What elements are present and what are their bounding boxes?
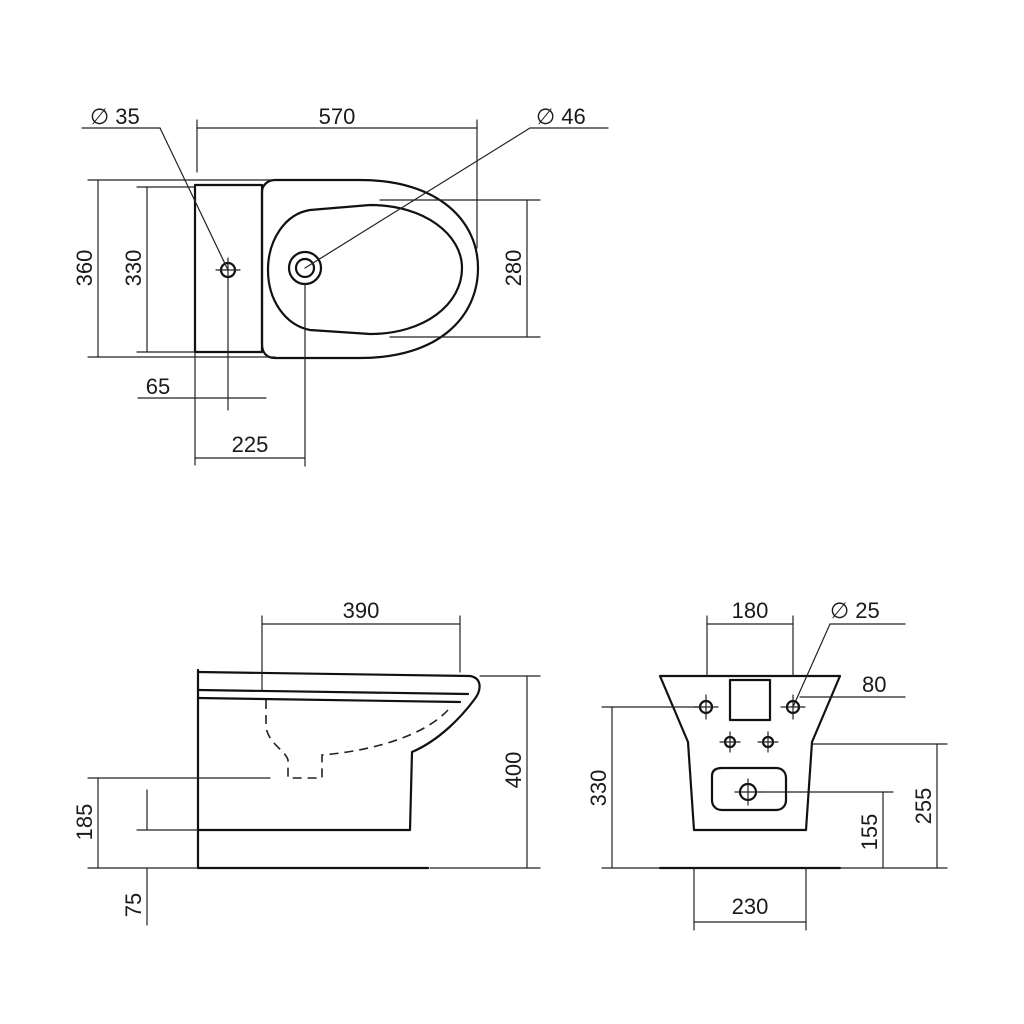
bowl-outer-outline: [260, 178, 480, 360]
dim-230: 230: [732, 894, 769, 919]
side-top-outline: [196, 670, 481, 832]
front-outlet-box: [710, 766, 788, 812]
dim-80: 80: [862, 672, 886, 697]
hidden-trap: [265, 700, 449, 779]
dim-185: 185: [72, 804, 97, 841]
dim-570: 570: [319, 104, 356, 129]
rear-block-outline: [193, 183, 264, 354]
bowl-inner-outline: [266, 203, 464, 336]
dim-360: 360: [72, 250, 97, 287]
front-hole-mid-right-icon: [757, 731, 779, 753]
dim-330-front: 330: [586, 770, 611, 807]
dim-330: 330: [121, 250, 146, 287]
top-view: 570 ∅ 35 ∅ 46 360 330 280 65 225: [72, 104, 609, 467]
dim-155: 155: [857, 814, 882, 851]
dim-390: 390: [343, 598, 380, 623]
dim-180: 180: [732, 598, 769, 623]
dim-75: 75: [121, 893, 146, 917]
dim-280: 280: [501, 250, 526, 287]
dim-dia-25: ∅ 25: [830, 598, 880, 623]
dim-65: 65: [146, 374, 170, 399]
dim-255: 255: [911, 788, 936, 825]
front-hole-mid-left-icon: [719, 731, 741, 753]
front-view: 180 ∅ 25 80 330 255 155 230: [586, 598, 948, 931]
front-neck-outline: [728, 678, 772, 722]
dim-dia-46: ∅ 46: [536, 104, 586, 129]
dim-dia-35: ∅ 35: [90, 104, 140, 129]
dim-225: 225: [232, 432, 269, 457]
dim-400: 400: [501, 752, 526, 789]
side-view: 390 400 185 75: [72, 598, 541, 926]
front-body-outline: [658, 674, 842, 832]
front-outlet-icon: [734, 778, 762, 806]
